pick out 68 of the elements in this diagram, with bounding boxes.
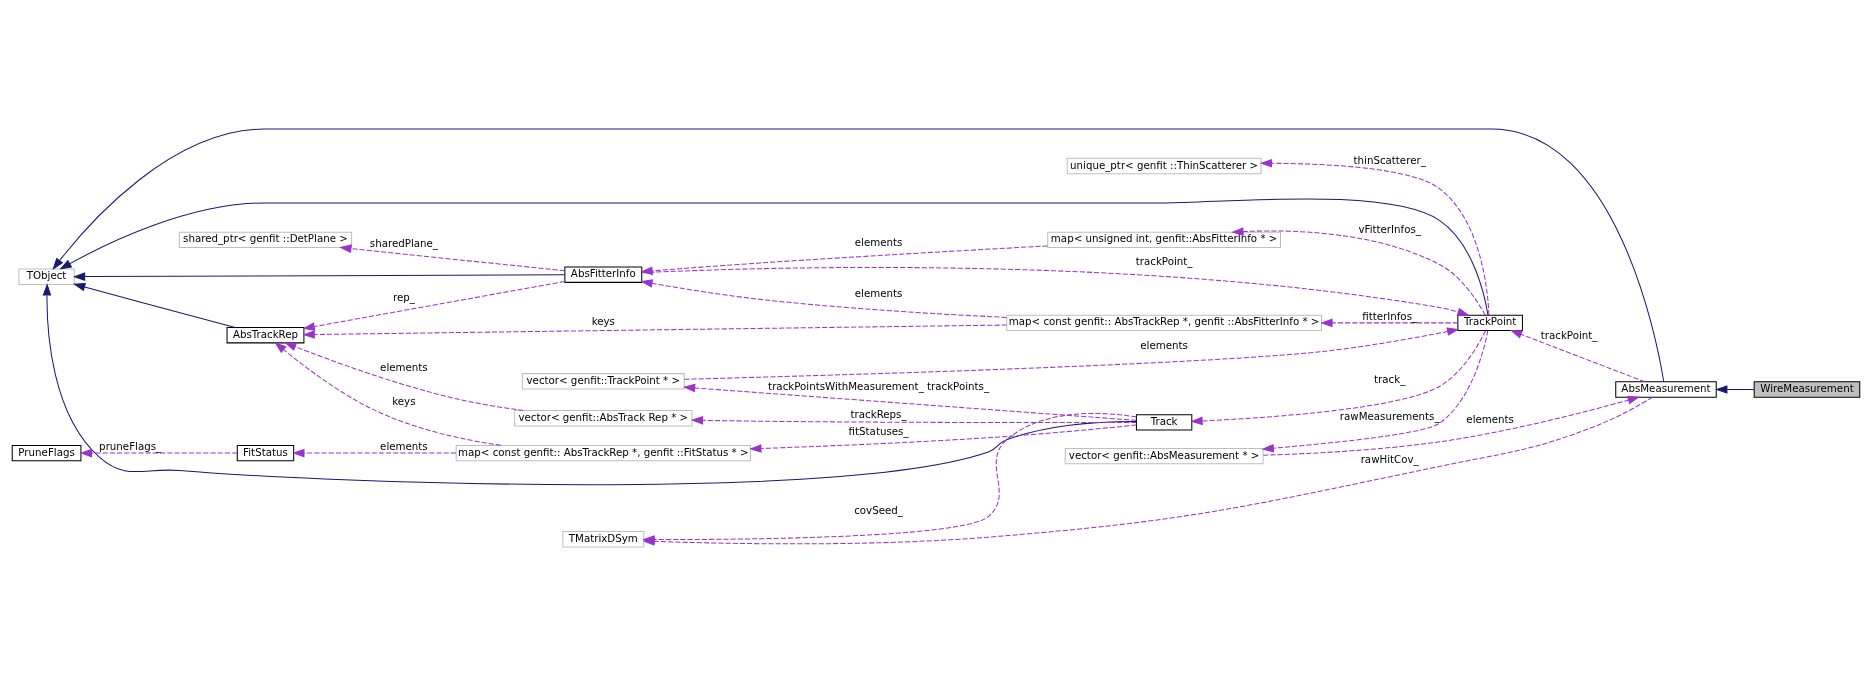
node-box: WireMeasurement (1753, 380, 1861, 398)
edge-label: elements (380, 360, 428, 373)
edge-label: track_ (1374, 372, 1406, 385)
edge-label: elements (1140, 338, 1188, 351)
node-box: FitStatus (236, 444, 295, 461)
edge-label: pruneFlags_ (99, 439, 162, 452)
arrow (59, 197, 1489, 315)
arrow (72, 282, 236, 328)
arrow (79, 448, 238, 457)
arrow (683, 326, 1460, 380)
arrow (1715, 384, 1755, 394)
edge-label: elements (380, 439, 428, 452)
node-box: Track (1135, 413, 1193, 431)
arrow (302, 324, 1008, 339)
node-box: vector< genfit::AbsMeasurement * > (1064, 447, 1264, 464)
arrow (640, 244, 1048, 275)
edge-label: elements (1466, 412, 1514, 425)
arrow (1262, 395, 1641, 456)
edge-label: keys (392, 394, 416, 407)
node-box: vector< genfit::AbsTrack Rep * > (514, 409, 693, 426)
node-box: map< const genfit:: AbsTrackRep *, genfit ::AbsFitterInfo * > (1006, 314, 1322, 331)
edge-label: fitStatuses_ (848, 424, 909, 437)
arrow (1509, 329, 1646, 382)
edge-label: vFitterInfos_ (1358, 222, 1421, 235)
arrow (284, 341, 524, 411)
edge-label: trackPoint_ (1135, 254, 1193, 267)
node-box: unique_ptr< genfit ::ThinScatterer > (1066, 157, 1262, 174)
arrow (42, 282, 1137, 485)
node-box: shared_ptr< genfit ::DetPlane > (178, 231, 353, 248)
edge-label: keys (591, 314, 615, 327)
arrow (1320, 318, 1459, 327)
edge-label: trackReps_ (850, 407, 907, 420)
arrow (690, 415, 1137, 425)
arrow (1259, 158, 1490, 316)
node-box: map< const genfit:: AbsTrackRep *, genfit ::FitStatus * > (455, 444, 751, 461)
node-box: map< unsigned int, genfit::AbsFitterInfo * > (1047, 231, 1281, 248)
edge-label: rawMeasurements_ (1339, 409, 1440, 422)
arrow (274, 341, 502, 446)
arrow (682, 383, 1137, 421)
arrow (302, 280, 566, 331)
node-box: vector< genfit::TrackPoint * > (521, 372, 685, 390)
arrow (640, 278, 1007, 318)
edge-label: trackPoint_ (1540, 328, 1598, 341)
node-box: AbsFitterInfo (564, 266, 643, 283)
node-box: TMatrixDSym (562, 530, 645, 547)
arrow (1261, 329, 1489, 452)
edge-label: rep_ (392, 290, 415, 303)
node-box: PruneFlags (11, 444, 82, 461)
arrow (1190, 329, 1487, 425)
arrow (72, 271, 566, 281)
node-box: AbsMeasurement (1615, 380, 1717, 398)
edge-label: rawHitCov_ (1360, 452, 1419, 465)
arrow (749, 424, 1137, 453)
arrow (339, 243, 566, 271)
edge-label: thinScatterer_ (1353, 153, 1426, 166)
edge-label: elements (854, 235, 903, 248)
arrow (292, 448, 457, 457)
edge-label: sharedPlane_ (369, 236, 438, 249)
edge-label: fitterInfos_ (1362, 309, 1418, 322)
node-box: TrackPoint (1457, 314, 1523, 331)
edge-label: covSeed_ (854, 503, 903, 516)
edge-label: elements (854, 286, 903, 299)
arrow (52, 128, 1665, 382)
node-box: TObject (18, 268, 75, 285)
node-box: AbsTrackRep (226, 326, 305, 343)
arrow (641, 266, 1470, 316)
arrow (1231, 226, 1486, 316)
edge-label: trackPointsWithMeasurement_ trackPoints_ (768, 379, 990, 392)
